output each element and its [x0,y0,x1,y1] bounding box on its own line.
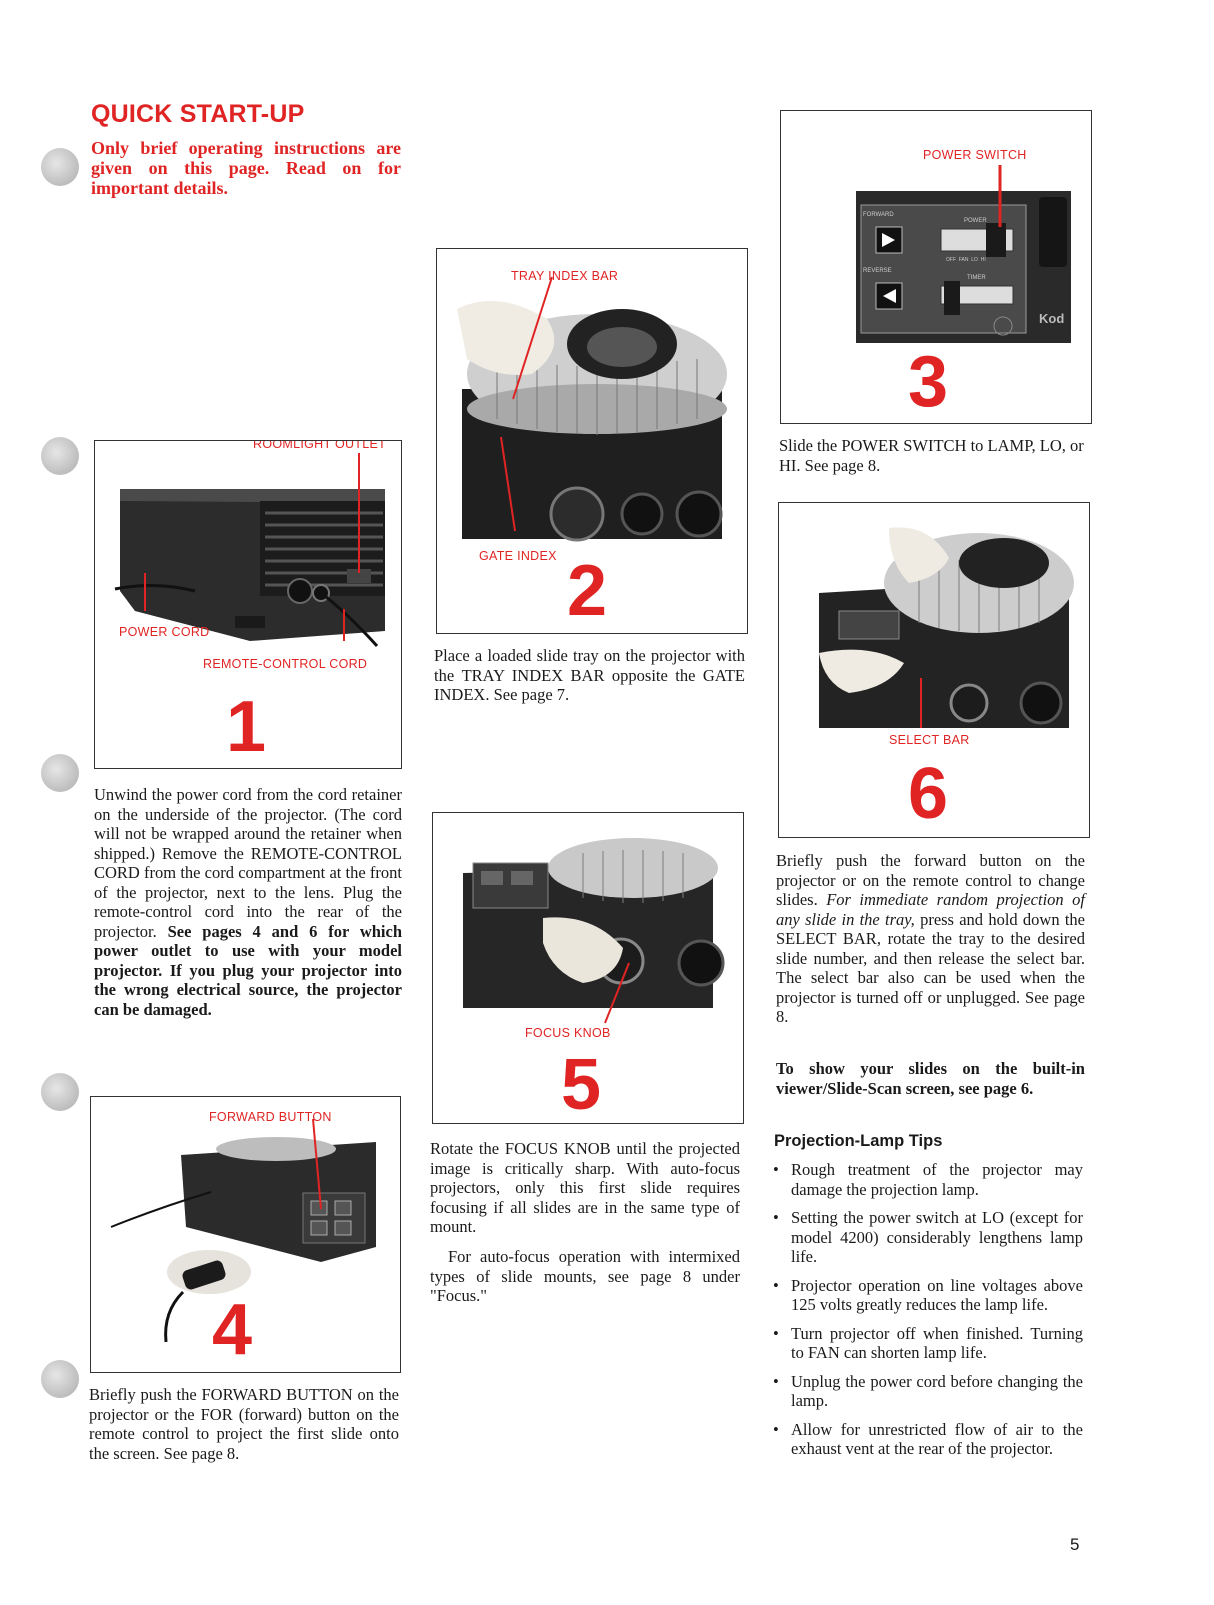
panel-power-scale: OFF FAN LO HI [946,257,986,263]
list-item: Turn projector off when finished. Turnin… [773,1324,1083,1363]
label-select-bar: SELECT BAR [889,733,970,747]
step-6-text: Briefly push the forward button on the p… [776,851,1085,1026]
step-2-figure: TRAY INDEX BAR GATE INDEX 2 [436,248,748,634]
select-bar-photo [819,527,1074,728]
step-1-figure: ROOMLIGHT OUTLET POWER CORD REMOTE-CONTR… [94,440,402,769]
step-1-number: 1 [226,687,267,767]
focus-knob-photo [463,838,725,1024]
power-switch-panel-photo [856,165,1071,343]
slide-scan-note: To show your slides on the built-in view… [776,1059,1085,1098]
label-roomlight-outlet: ROOMLIGHT OUTLET [251,441,389,451]
list-item: Allow for unrestricted flow of air to th… [773,1420,1083,1459]
list-item: Projector operation on line voltages abo… [773,1276,1083,1315]
binder-hole [41,754,79,792]
step-1-text: Unwind the power cord from the cord reta… [94,785,402,1019]
panel-reverse-text: REVERSE [863,268,892,274]
step-2-number: 2 [567,551,608,631]
label-power-switch: POWER SWITCH [923,148,1027,162]
step-3-text: Slide the POWER SWITCH to LAMP, LO, or H… [779,436,1084,475]
slide-tray-photo [457,276,727,542]
label-focus-knob: FOCUS KNOB [525,1026,611,1040]
page-number: 5 [1070,1535,1080,1554]
binder-hole [41,1360,79,1398]
projector-forward-photo [110,1118,376,1343]
step-3-number: 3 [908,342,949,422]
binder-hole [41,437,79,475]
step-5-autofocus-note: For auto-focus operation with intermixed… [430,1247,740,1305]
step-5-figure: FOCUS KNOB 5 [432,812,744,1124]
panel-forward-text: FORWARD [863,212,894,218]
step-4-figure: FORWARD BUTTON 4 [90,1096,401,1373]
step-4-number: 4 [212,1290,253,1370]
page-title: QUICK START-UP [91,100,305,128]
step-3-figure: POWER SWITCH FORWARD REVERSE POWER OFF F… [780,110,1092,424]
list-item: Setting the power switch at LO (except f… [773,1208,1083,1267]
tips-heading: Projection-Lamp Tips [774,1132,943,1150]
list-item: Unplug the power cord before changing th… [773,1372,1083,1411]
label-forward-button: FORWARD BUTTON [209,1110,332,1124]
tips-list: Rough treatment of the projector may dam… [773,1160,1083,1468]
label-power-cord: POWER CORD [119,625,210,639]
step-6-number: 6 [908,754,949,834]
step-5-number: 5 [561,1045,602,1124]
panel-timer-text: TIMER [967,275,986,281]
step-5-text: Rotate the FOCUS KNOB until the projecte… [430,1139,740,1236]
intro-note: Only brief operating instructions are gi… [91,138,401,198]
step-6-figure: SELECT BAR 6 [778,502,1090,838]
step-4-text: Briefly push the FORWARD BUTTON on the p… [89,1385,399,1463]
list-item: Rough treatment of the projector may dam… [773,1160,1083,1199]
binder-hole [41,1073,79,1111]
label-gate-index: GATE INDEX [479,549,557,563]
binder-hole [41,148,79,186]
step-2-text: Place a loaded slide tray on the project… [434,646,745,704]
label-remote-control-cord: REMOTE-CONTROL CORD [203,657,368,671]
panel-brand-text: Kod [1039,311,1065,326]
panel-power-text: POWER [964,218,987,224]
label-tray-index-bar: TRAY INDEX BAR [511,269,619,283]
projector-rear-photo [114,453,385,648]
